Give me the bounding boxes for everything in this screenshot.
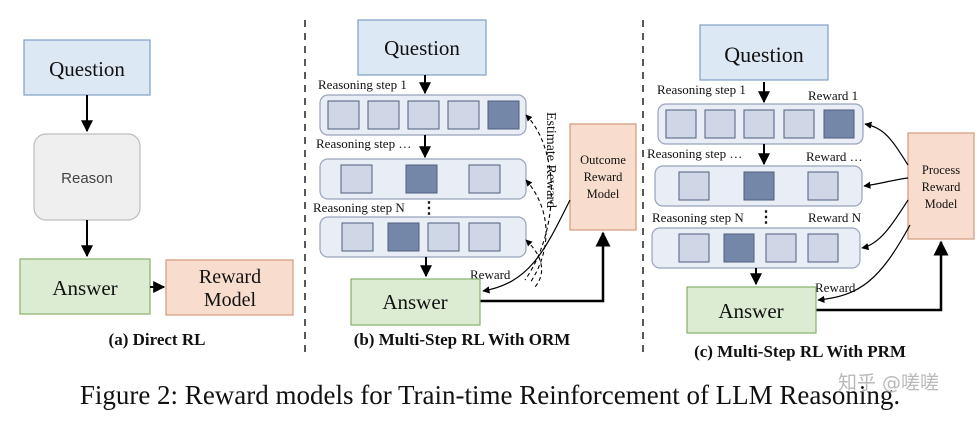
b-step-mid-label: Reasoning step … (316, 136, 411, 151)
a-reward-label-2: Model (204, 289, 257, 311)
b-cell (468, 222, 501, 252)
panel-b: Question Reasoning step 1 Reasoning step… (313, 19, 637, 349)
b-answer-label: Answer (382, 290, 447, 314)
c-arrow-prm-rown (861, 199, 909, 251)
c-dots: ⋮ (758, 209, 774, 226)
panel-c: Question Reasoning step 1 Reward 1 Reaso… (647, 24, 975, 361)
c-step-n-label: Reasoning step N (652, 210, 744, 225)
a-reward-label-1: Reward (199, 266, 261, 288)
panel-a: Question Reason Answer Reward Model (a) … (19, 39, 294, 349)
c-reward1-label: Reward 1 (808, 88, 858, 103)
a-question-label: Question (49, 57, 125, 81)
b-orm-label-1: Outcome (580, 153, 626, 167)
a-reward-model-box (165, 259, 294, 316)
b-cell (341, 222, 374, 252)
a-reason-label: Reason (61, 170, 113, 187)
c-cell (807, 171, 839, 201)
watermark: 知乎 @嗟嗟 (838, 372, 940, 394)
b-cell (468, 164, 501, 194)
c-arrow-prm-row1 (864, 121, 909, 166)
c-prm-label-1: Process (922, 163, 960, 177)
c-question-label: Question (724, 42, 803, 67)
b-answer-box (350, 278, 481, 326)
b-estimate-curve-1 (524, 114, 552, 281)
b-cell (340, 164, 373, 194)
b-estimate-curve-3 (525, 239, 543, 288)
c-cell (807, 233, 839, 263)
c-cell (704, 109, 736, 139)
b-cell (407, 100, 440, 130)
b-orm-label-2: Reward (584, 170, 624, 184)
b-arrow-answer-orm (480, 231, 611, 303)
c-cell (783, 109, 815, 139)
c-prm-label-3: Model (925, 197, 958, 211)
c-arrow-prm-answer (817, 224, 911, 303)
c-reward-n-label: Reward N (808, 210, 862, 225)
b-question-label: Question (384, 36, 460, 60)
a-answer-label: Answer (52, 276, 117, 300)
c-cell (678, 171, 710, 201)
c-cell (665, 109, 697, 139)
c-answer-label: Answer (718, 299, 783, 323)
c-cell-selected (723, 233, 755, 263)
b-cell (427, 222, 460, 252)
c-prm-box (907, 132, 975, 240)
b-cell (447, 100, 480, 130)
c-reward-mid-label: Reward … (806, 149, 863, 164)
b-step-n-label: Reasoning step N (313, 200, 405, 215)
b-question-box (357, 19, 487, 76)
c-arrow-answer-prm (816, 240, 949, 312)
b-cell-selected (387, 222, 420, 252)
b-estimate-label: Estimate Reward (543, 112, 558, 208)
c-cell-selected (743, 171, 775, 201)
c-step-mid-label: Reasoning step … (647, 146, 742, 161)
figure-caption: Figure 2: Reward models for Train-time R… (79, 380, 901, 410)
b-arrow-orm-answer (482, 199, 571, 294)
b-cell (327, 100, 360, 130)
c-prm-label-2: Reward (922, 180, 962, 194)
b-cell (367, 100, 400, 130)
c-cell (765, 233, 797, 263)
a-caption: (a) Direct RL (109, 330, 206, 349)
c-cell (743, 109, 775, 139)
c-arrow-prm-rowmid (863, 177, 909, 189)
c-caption: (c) Multi-Step RL With PRM (694, 342, 906, 361)
b-orm-label-3: Model (587, 187, 620, 201)
c-question-box (699, 24, 829, 81)
b-cell-selected (487, 100, 520, 130)
c-reward-label: Reward (815, 280, 856, 295)
b-cell-selected (405, 164, 438, 194)
c-answer-box (686, 286, 817, 334)
c-step1-label: Reasoning step 1 (657, 82, 746, 97)
b-reward-label: Reward (470, 267, 511, 282)
b-step1-label: Reasoning step 1 (318, 77, 407, 92)
c-cell-selected (823, 109, 855, 139)
a-answer-box (19, 258, 151, 315)
c-cell (678, 233, 710, 263)
b-caption: (b) Multi-Step RL With ORM (354, 330, 571, 349)
b-dots: ⋮ (421, 200, 437, 217)
b-orm-box (569, 123, 637, 231)
b-estimate-curve-2 (525, 179, 547, 284)
